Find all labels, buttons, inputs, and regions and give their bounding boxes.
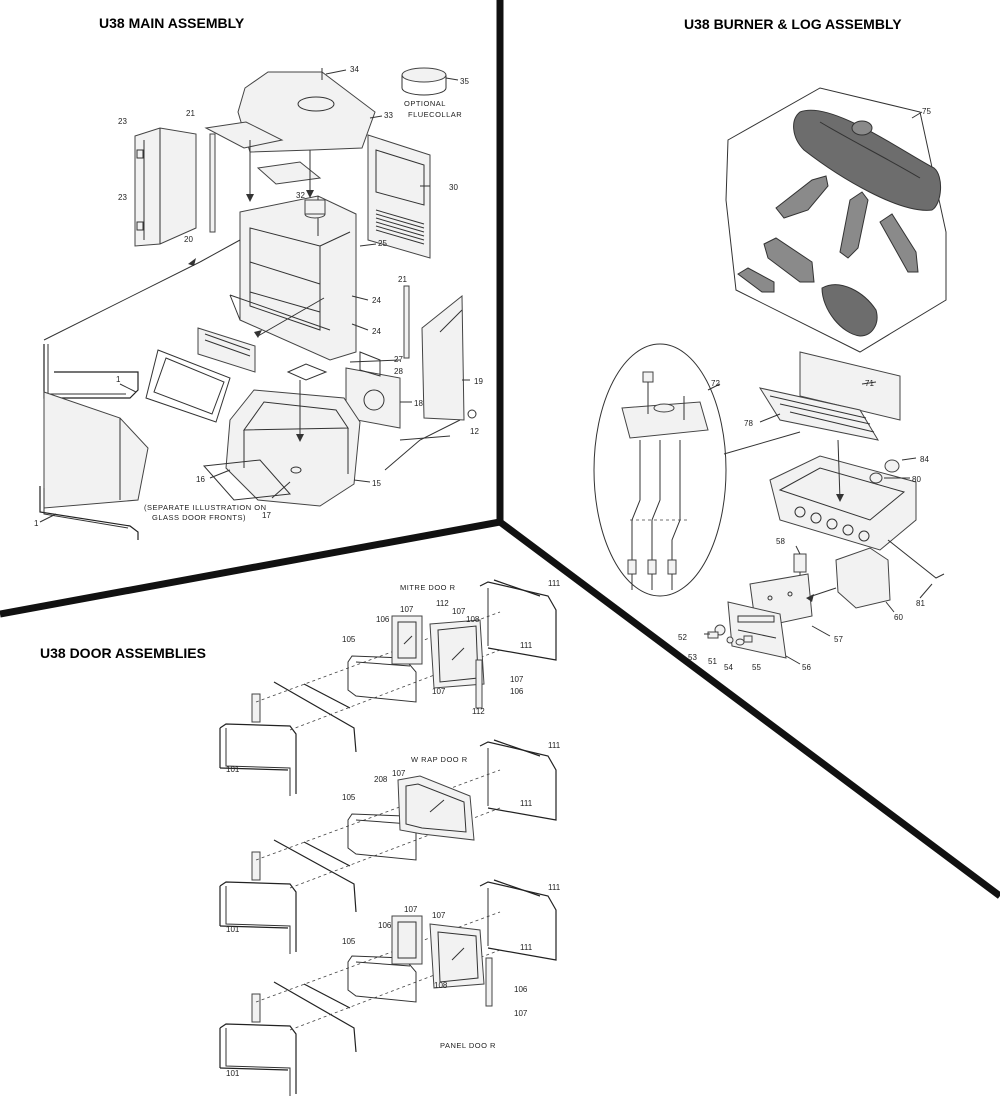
part-label-21: 21 (186, 109, 195, 118)
burner-part-labels: 75 72 71 78 84 80 58 81 60 57 52 53 51 5… (678, 107, 931, 672)
part-label-30: 30 (449, 183, 458, 192)
section-dividers (0, 0, 1000, 899)
main-assembly-title: U38 MAIN ASSEMBLY (99, 15, 245, 31)
part-label-106: 106 (378, 921, 392, 930)
door-part-labels: 111 107 112 107 106 108 105 111 107 107 … (226, 579, 561, 1078)
part-label-81: 81 (916, 599, 925, 608)
part-label-17: 17 (262, 511, 271, 520)
part-label-108: 108 (466, 615, 480, 624)
part-label-18: 18 (414, 399, 423, 408)
part-label-15: 15 (372, 479, 381, 488)
part-label-58: 58 (776, 537, 785, 546)
caption-wrap-door: W RAP DOO R (411, 755, 468, 764)
part-label-108: 108 (434, 981, 448, 990)
burner-log-drawing (593, 87, 947, 665)
part-label-78: 78 (744, 419, 753, 428)
part-label-106: 106 (510, 687, 524, 696)
part-label-27: 27 (394, 355, 403, 364)
caption-fluecollar: FLUECOLLAR (408, 110, 462, 119)
part-label-105: 105 (342, 793, 356, 802)
part-label-24: 24 (372, 296, 381, 305)
part-label-57: 57 (834, 635, 843, 644)
part-label-1: 1 (34, 519, 39, 528)
door-assemblies-title: U38 DOOR ASSEMBLIES (40, 645, 206, 661)
part-label-12: 12 (470, 427, 479, 436)
door-assemblies-drawing (219, 579, 557, 1096)
part-label-112: 112 (436, 599, 449, 608)
part-label-20: 20 (184, 235, 193, 244)
part-label-24: 24 (372, 327, 381, 336)
door-captions: MITRE DOO R W RAP DOO R PANEL DOO R (400, 583, 496, 1050)
part-label-32: 32 (296, 191, 305, 200)
main-part-labels: 34 35 OPTIONAL FLUECOLLAR 33 21 23 23 20… (34, 65, 483, 528)
part-label-111: 111 (548, 579, 561, 588)
part-label-21: 21 (398, 275, 407, 284)
part-label-105: 105 (342, 937, 356, 946)
part-label-208: 208 (374, 775, 388, 784)
part-label-25: 25 (378, 239, 387, 248)
part-label-19: 19 (474, 377, 483, 386)
part-label-101: 101 (226, 925, 240, 934)
caption-glass-door-fronts: GLASS DOOR FRONTS) (152, 513, 246, 522)
main-assembly-drawing (39, 67, 477, 540)
part-label-107: 107 (404, 905, 418, 914)
part-label-33: 33 (384, 111, 393, 120)
part-label-75: 75 (922, 107, 931, 116)
part-label-80: 80 (912, 475, 921, 484)
part-label-56: 56 (802, 663, 811, 672)
part-label-111: 111 (520, 799, 533, 808)
caption-panel-door: PANEL DOO R (440, 1041, 496, 1050)
part-label-55: 55 (752, 663, 761, 672)
part-label-28: 28 (394, 367, 403, 376)
part-label-111: 111 (520, 641, 533, 650)
part-label-72: 72 (711, 379, 720, 388)
part-label-107: 107 (452, 607, 466, 616)
part-label-51: 51 (708, 657, 717, 666)
caption-mitre-door: MITRE DOO R (400, 583, 456, 592)
part-label-23: 23 (118, 193, 127, 202)
part-label-1: 1 (116, 375, 121, 384)
part-label-107: 107 (510, 675, 524, 684)
part-label-106: 106 (376, 615, 390, 624)
part-label-106: 106 (514, 985, 528, 994)
part-label-107: 107 (432, 687, 446, 696)
part-label-107: 107 (400, 605, 414, 614)
mitre-door-group (219, 579, 557, 796)
part-label-23: 23 (118, 117, 127, 126)
part-label-84: 84 (920, 455, 929, 464)
part-label-111: 111 (548, 883, 561, 892)
part-label-111: 111 (520, 943, 533, 952)
burner-log-assembly-title: U38 BURNER & LOG ASSEMBLY (684, 16, 902, 32)
part-label-112: 112 (472, 707, 485, 716)
part-label-107: 107 (432, 911, 446, 920)
part-label-53: 53 (688, 653, 697, 662)
panel-door-group (219, 879, 557, 1096)
part-label-101: 101 (226, 765, 240, 774)
part-label-60: 60 (894, 613, 903, 622)
part-label-16: 16 (196, 475, 205, 484)
caption-optional: OPTIONAL (404, 99, 446, 108)
part-label-101: 101 (226, 1069, 240, 1078)
part-label-105: 105 (342, 635, 356, 644)
part-label-35: 35 (460, 77, 469, 86)
caption-separate-illustration: (SEPARATE ILLUSTRATION ON (144, 503, 267, 512)
part-label-71: 71 (865, 379, 874, 388)
part-label-107: 107 (514, 1009, 528, 1018)
part-label-111: 111 (548, 741, 561, 750)
part-label-107: 107 (392, 769, 406, 778)
part-label-52: 52 (678, 633, 687, 642)
part-label-34: 34 (350, 65, 359, 74)
wrap-door-group (219, 739, 557, 954)
part-label-54: 54 (724, 663, 733, 672)
